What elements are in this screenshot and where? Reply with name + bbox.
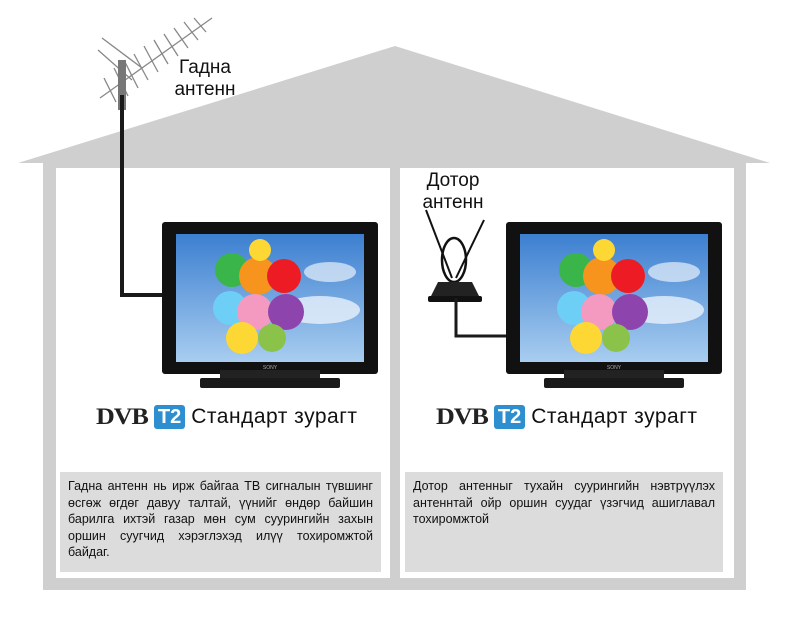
right-tv-brand: SONY — [607, 365, 622, 371]
outdoor-antenna-label: Гадна антенн — [160, 57, 250, 101]
left-tv-brand: SONY — [263, 365, 278, 371]
outdoor-antenna-label-line1: Гадна — [179, 57, 231, 78]
indoor-antenna-description: Дотор антенныг тухайн суурингийн нэвтрүү… — [405, 472, 723, 572]
left-tv: SONY — [162, 222, 378, 388]
outdoor-antenna-label-line2: антенн — [174, 79, 236, 100]
right-dvbt2-standard: DVB T2 Стандарт зурагт — [436, 402, 697, 432]
standard-tv-text: Стандарт зурагт — [531, 405, 698, 428]
indoor-antenna-label-line2: антенн — [422, 192, 484, 213]
right-tv: SONY — [506, 222, 722, 388]
indoor-antenna-label: Дотор антенн — [408, 170, 498, 214]
outdoor-antenna-description: Гадна антенн нь ирж байгаа ТВ сигналын т… — [60, 472, 381, 572]
outdoor-cable — [120, 95, 168, 297]
left-dvbt2-standard: DVB T2 Стандарт зурагт — [96, 402, 357, 432]
t2-badge: T2 — [493, 405, 526, 429]
standard-tv-text: Стандарт зурагт — [191, 405, 358, 428]
t2-badge: T2 — [153, 405, 186, 429]
indoor-antenna-label-line1: Дотор — [426, 170, 480, 191]
outdoor-antenna-icon — [97, 17, 213, 110]
dvb-logo: DVB — [436, 403, 489, 430]
indoor-cable — [454, 298, 518, 338]
dvb-logo: DVB — [96, 403, 149, 430]
